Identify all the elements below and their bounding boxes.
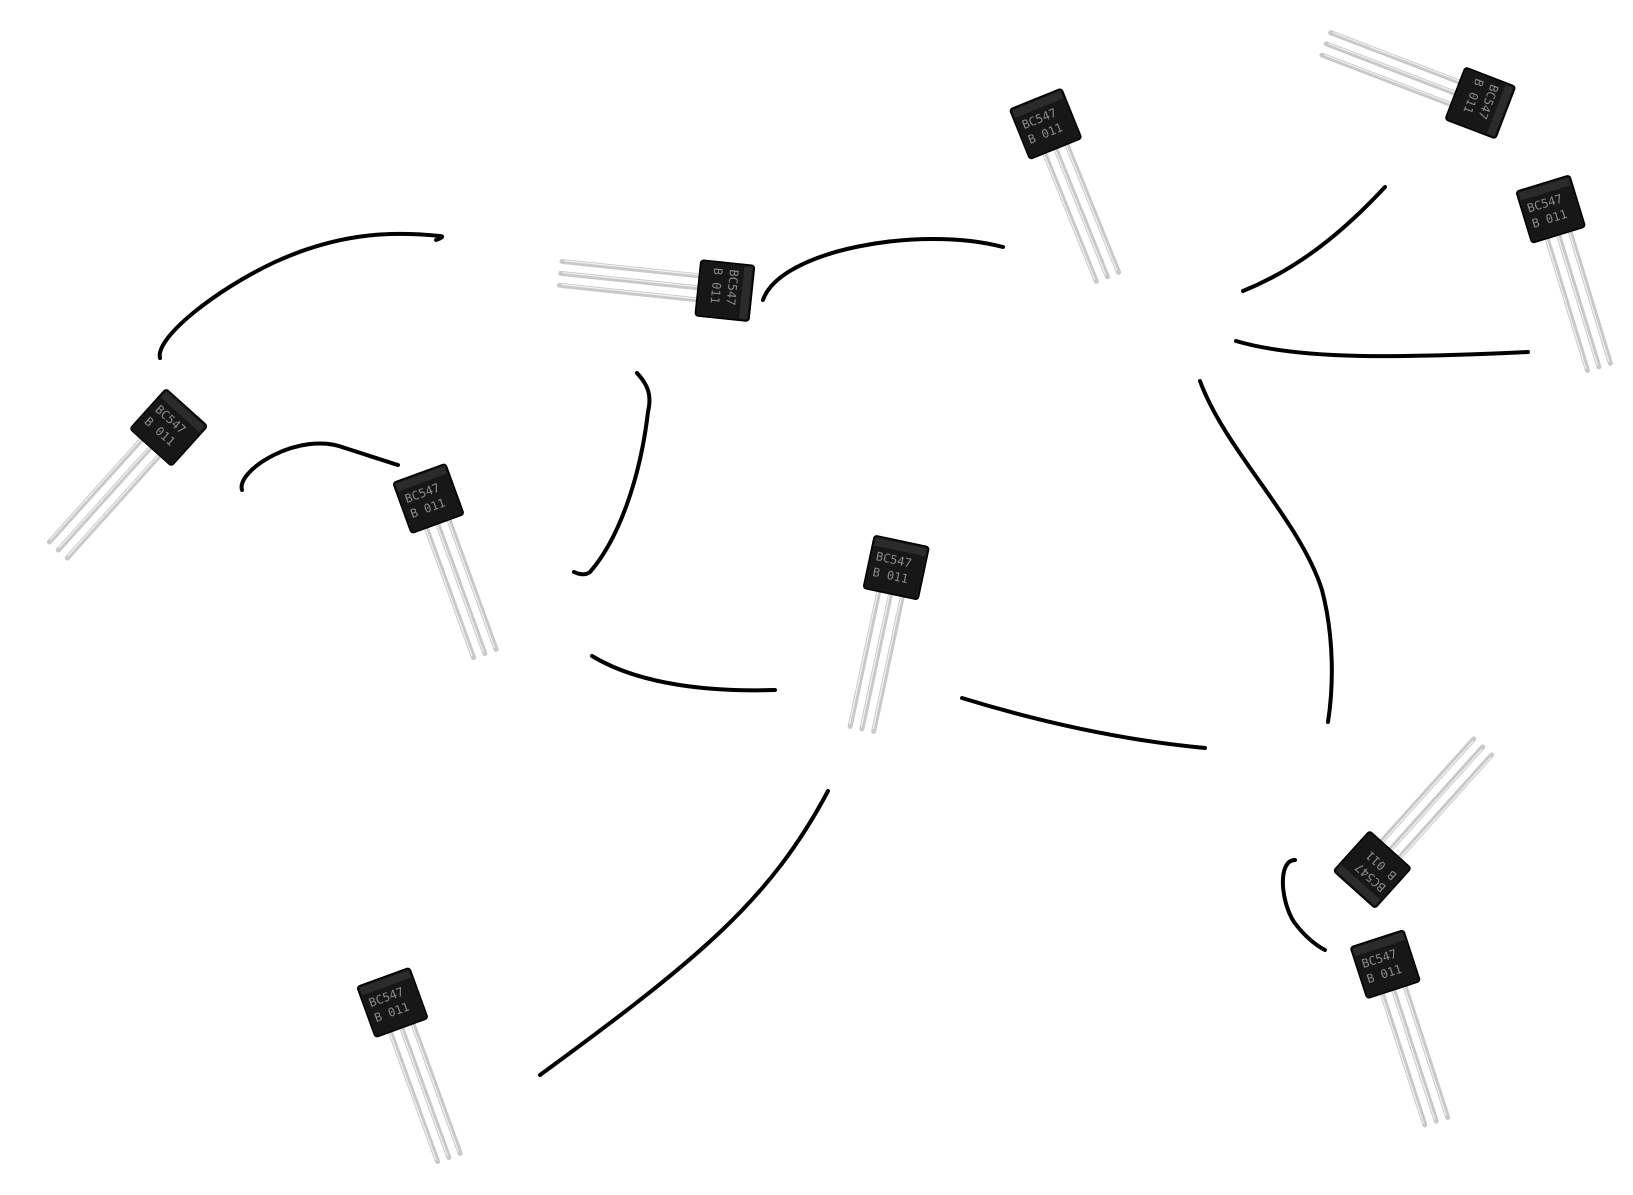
- wire-9: [1236, 341, 1528, 356]
- transistor-leads: [1322, 32, 1462, 106]
- transistor-leads: [1546, 229, 1611, 370]
- wire-8: [1243, 187, 1385, 291]
- wire-7: [540, 791, 828, 1075]
- transistor-leads: [425, 518, 496, 658]
- transistor-leads: [560, 260, 702, 299]
- transistor-leads: [49, 437, 161, 558]
- transistor-leads: [1381, 984, 1448, 1125]
- wires-layer: [160, 187, 1528, 1075]
- wire-4: [574, 373, 650, 574]
- wire-1: [160, 234, 442, 358]
- transistor-leads: [1043, 143, 1119, 282]
- wire-6: [962, 698, 1205, 748]
- transistor-leads: [849, 589, 903, 731]
- transistor-leads: [389, 1022, 460, 1162]
- wire-10: [1200, 381, 1332, 722]
- wire-11: [1283, 860, 1325, 950]
- transistor-leads: [1380, 739, 1492, 860]
- wire-3: [763, 239, 1003, 300]
- wire-2: [242, 443, 398, 490]
- wire-5: [592, 656, 775, 690]
